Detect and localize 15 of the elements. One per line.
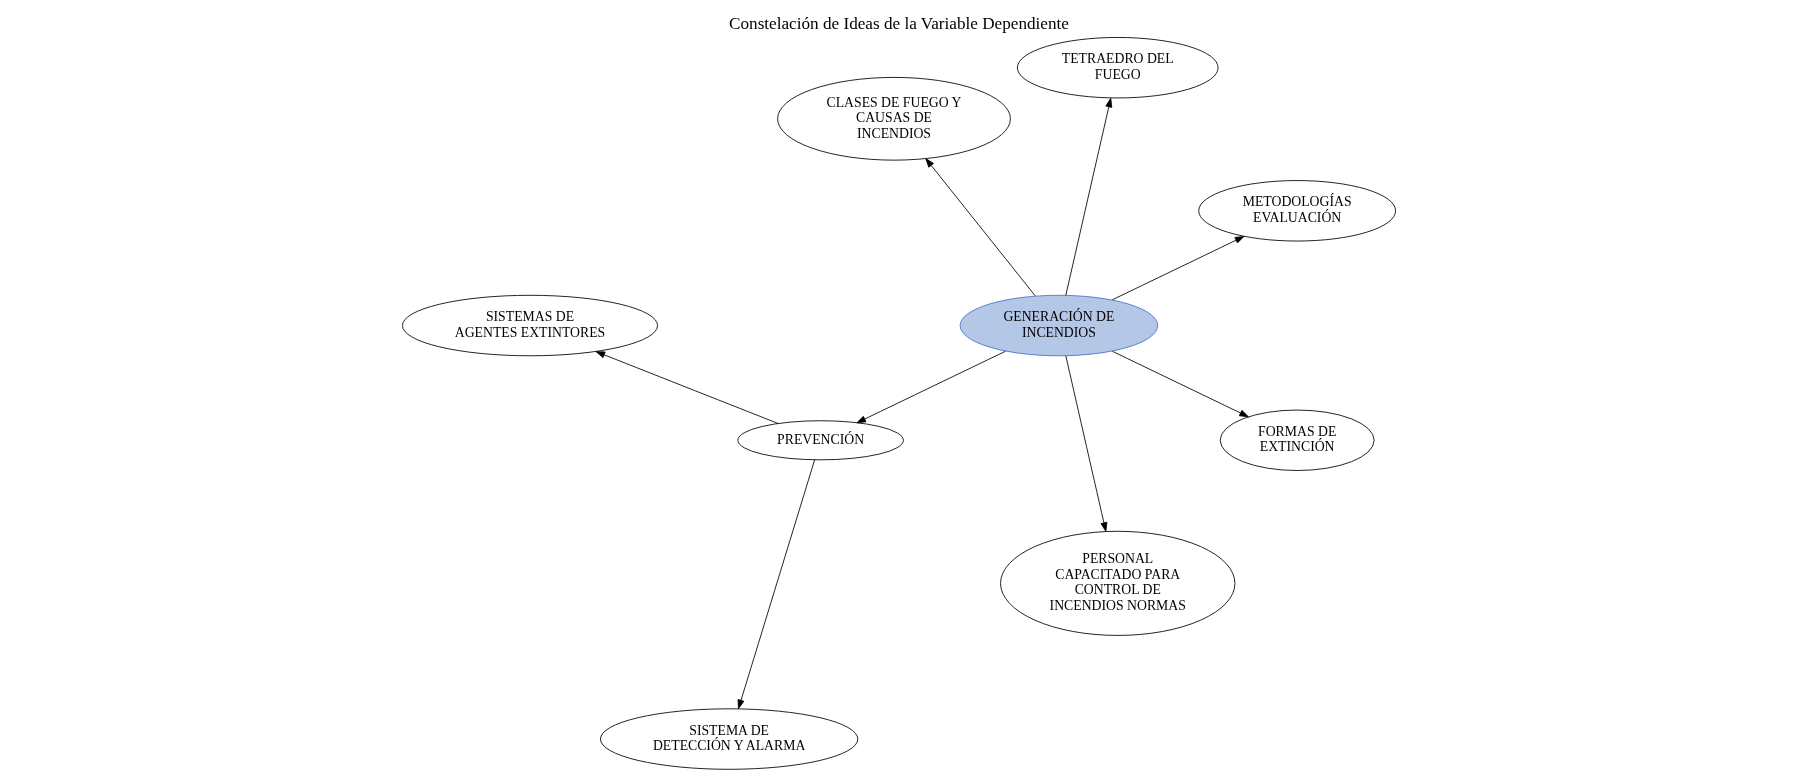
arrow <box>924 158 1036 297</box>
node-ellipse: CLASES DE FUEGO Y CAUSAS DE INCENDIOS <box>776 76 1011 161</box>
arrow <box>737 459 815 710</box>
diagram-title: Constelación de Ideas de la Variable Dependiente <box>728 13 1069 33</box>
arrow <box>1111 350 1249 418</box>
node-ellipse: TETRAEDRO DEL FUEGO <box>1016 37 1219 99</box>
node-ellipse: GENERACIÓN DE INCENDIOS <box>959 294 1158 357</box>
node-ellipse: SISTEMA DE DETECCIÓN Y ALARMA <box>599 708 858 770</box>
arrow <box>1111 236 1244 301</box>
node-ellipse: PERSONAL CAPACITADO PARA CONTROL DE INCENDIOS NORMAS <box>999 530 1235 636</box>
arrow <box>856 350 1006 424</box>
arrow <box>1064 355 1107 532</box>
node-ellipse: PREVENCIÓN <box>736 420 904 461</box>
arrow <box>595 351 778 424</box>
arrow <box>1064 97 1112 296</box>
